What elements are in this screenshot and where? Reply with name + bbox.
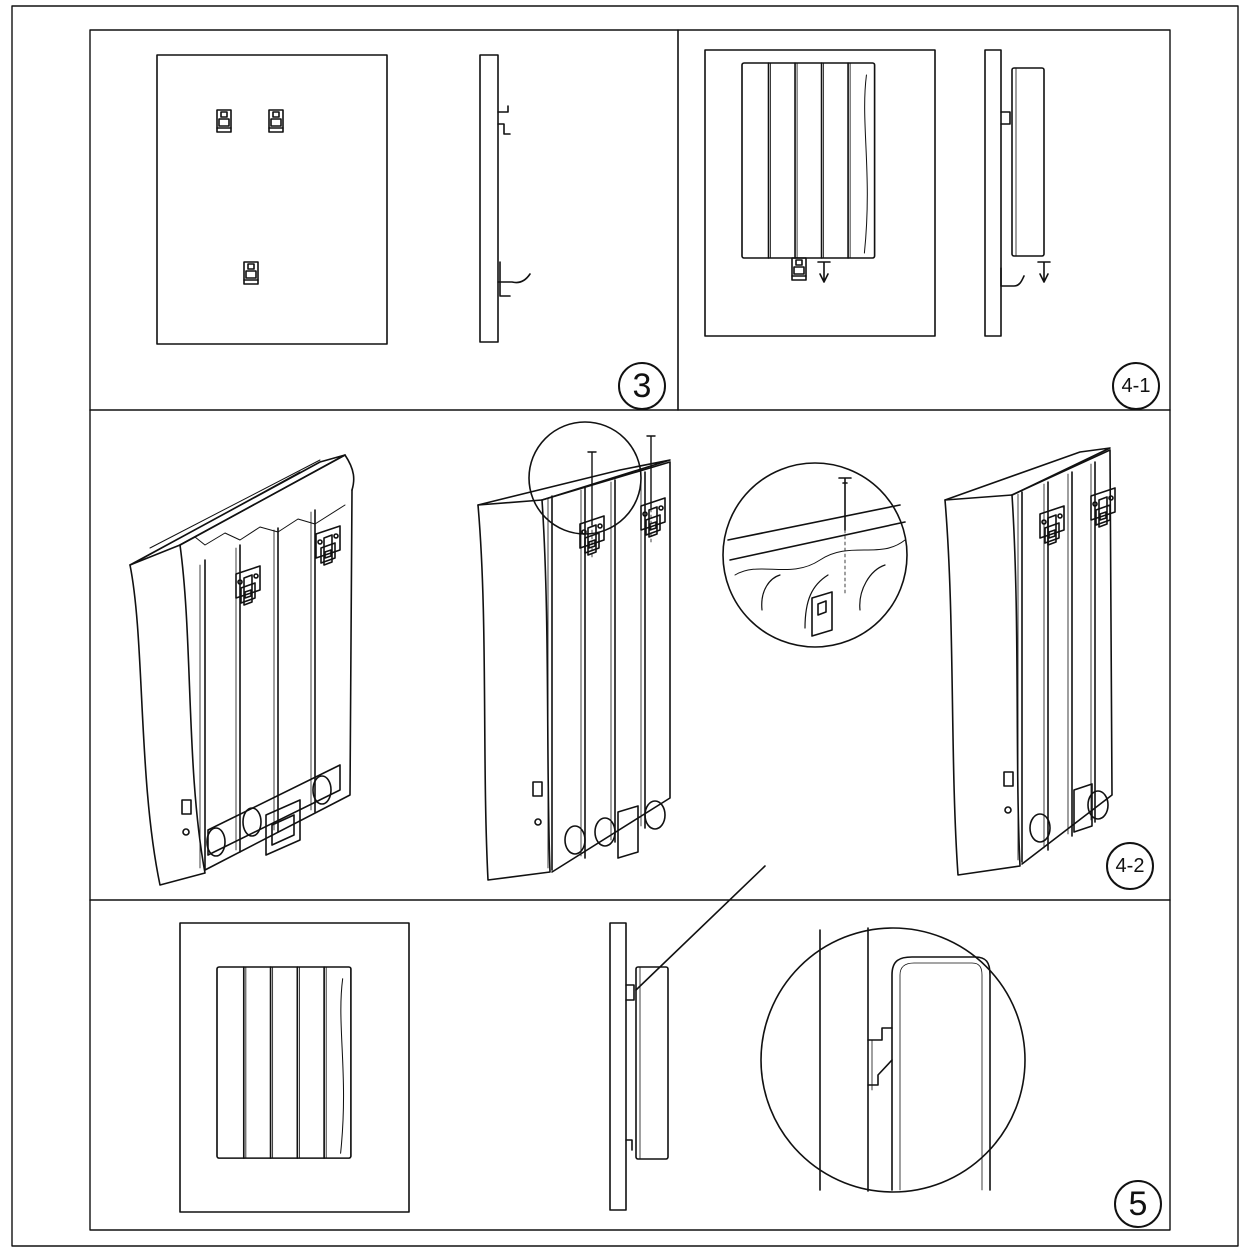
step-number-4-1: 4-1 xyxy=(1112,362,1160,410)
step-4-2-radiator-middle xyxy=(477,421,671,881)
radiator-front-4-1 xyxy=(741,62,876,259)
step-4-2-radiator-left xyxy=(129,454,355,886)
detail-callout-circle xyxy=(528,421,642,535)
detail-radiator-5 xyxy=(891,956,991,1191)
callout-line xyxy=(635,865,766,991)
lower-bracket xyxy=(243,261,259,285)
bottom-bracket-middle xyxy=(617,805,639,859)
upper-hook-side xyxy=(497,105,511,135)
detail-hook-5 xyxy=(867,1027,893,1086)
upper-left-bracket xyxy=(216,109,232,133)
step-number-5: 5 xyxy=(1114,1180,1162,1228)
screw-right xyxy=(646,435,656,509)
wall-front-view-5 xyxy=(179,922,410,1213)
panel-grid xyxy=(89,29,1171,1231)
step-3-drawing xyxy=(156,54,531,345)
down-arrow-side-4-1 xyxy=(1037,261,1051,283)
switch xyxy=(181,799,192,815)
step-number-3: 3 xyxy=(618,362,666,410)
upper-right-bracket xyxy=(268,109,284,133)
detail-circle-5 xyxy=(760,927,1026,1193)
step-4-2-radiator-right xyxy=(944,447,1116,876)
detail-bracket xyxy=(811,591,833,637)
step-5-drawing xyxy=(179,865,1026,1213)
end-cap-middle xyxy=(477,499,551,881)
lower-hook-4-1 xyxy=(1000,267,1025,287)
radiator-side-5 xyxy=(635,966,669,1160)
end-cap-right xyxy=(944,494,1021,876)
lower-hook-side xyxy=(497,261,531,297)
magnified-screw-detail xyxy=(722,462,908,648)
lower-bracket-4-1 xyxy=(791,257,807,281)
down-arrow-4-1 xyxy=(817,261,831,283)
detail-screw xyxy=(838,477,852,531)
top-bracket-b xyxy=(315,525,341,566)
radiator-front-5 xyxy=(216,966,352,1159)
end-cap-left xyxy=(129,544,206,886)
page-border xyxy=(11,5,1239,1247)
step-number-4-2: 4-2 xyxy=(1106,842,1154,890)
bottom-bracket-left xyxy=(265,799,301,856)
wall-side-view xyxy=(479,54,499,343)
wall-side-5 xyxy=(609,922,627,1211)
wall-side-4-1 xyxy=(984,49,1002,337)
wall-front-view-4-1 xyxy=(704,49,936,337)
wall-front-view xyxy=(156,54,388,345)
radiator-side-4-1 xyxy=(1011,67,1045,257)
step-4-1-drawing xyxy=(704,49,1051,337)
